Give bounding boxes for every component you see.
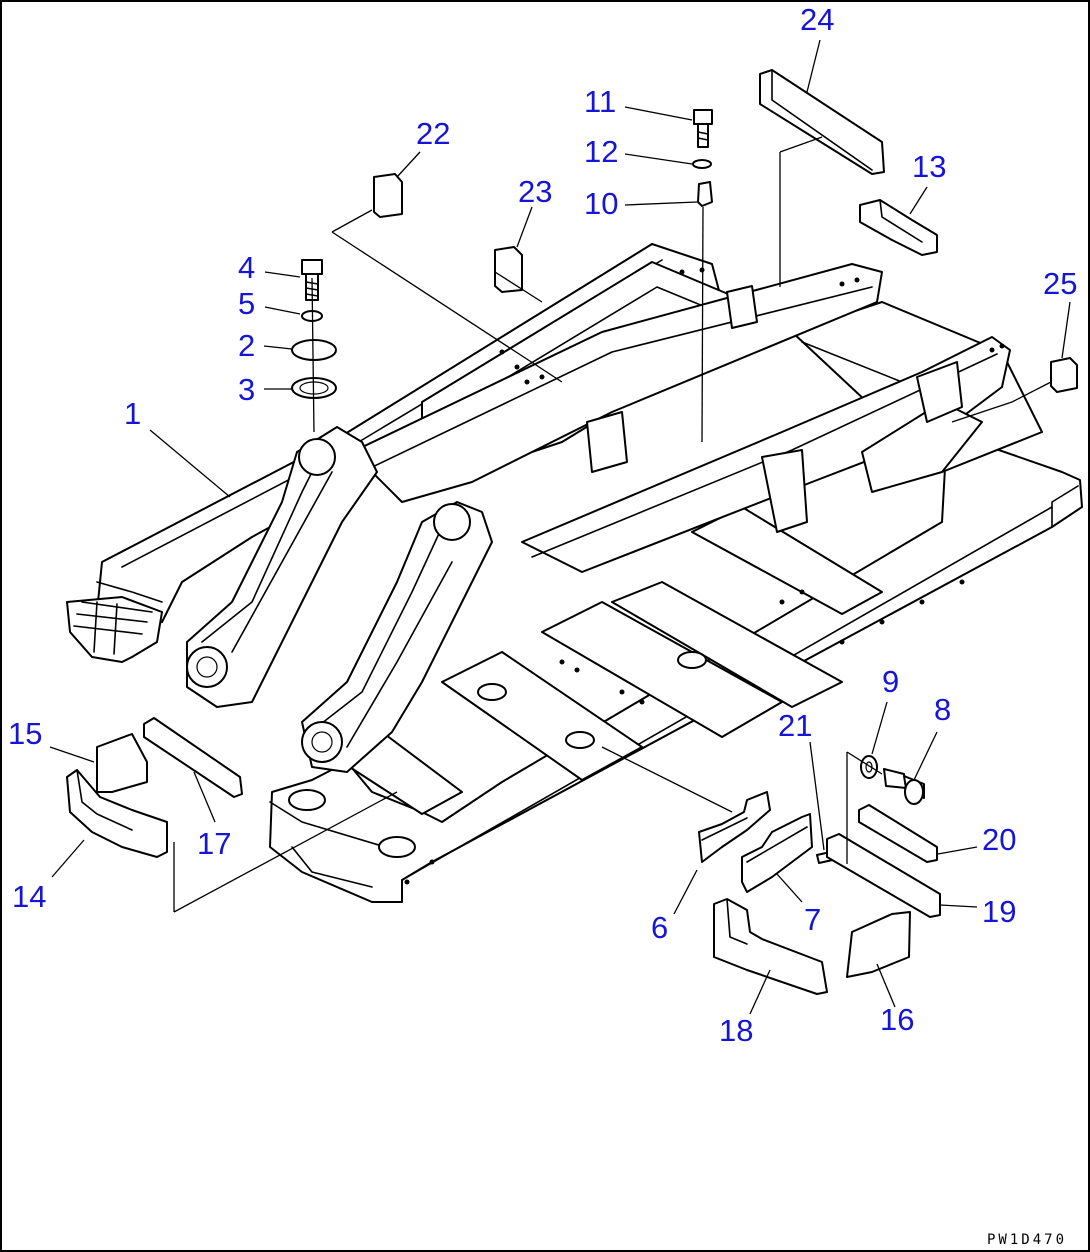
callout-8: 8 [934, 692, 951, 727]
front-step [66, 596, 163, 663]
callout-7: 7 [804, 902, 821, 937]
callout-21: 21 [778, 708, 812, 743]
part-15-pad [96, 733, 148, 793]
callout-15: 15 [8, 716, 42, 751]
part-14-cover [66, 769, 168, 858]
callout-5: 5 [238, 286, 255, 321]
boom-bracket-right [301, 501, 493, 773]
part-6-plate [698, 791, 771, 863]
part-10-clamp [697, 181, 713, 207]
part-17-strip [143, 717, 243, 798]
callout-2: 2 [238, 328, 255, 363]
drawing-code: PW1D470 [987, 1232, 1067, 1248]
part-8-bolt [883, 768, 925, 805]
part-16-pad [846, 911, 911, 978]
part-11-bolt [693, 109, 713, 148]
callout-20: 20 [982, 822, 1016, 857]
bolt-holes [404, 267, 1005, 885]
callout-13: 13 [912, 149, 946, 184]
part-19-strip [826, 833, 941, 918]
part-12-washer [692, 159, 712, 169]
callout-labels: 1 2 3 4 5 6 7 8 9 10 11 12 13 14 15 16 1… [8, 2, 1077, 1048]
callout-9: 9 [882, 664, 899, 699]
part-22-pad [373, 173, 403, 218]
center-beam-right [521, 336, 1011, 573]
callout-17: 17 [197, 826, 231, 861]
main-frame [66, 243, 1083, 903]
callout-10: 10 [584, 186, 618, 221]
callout-16: 16 [880, 1002, 914, 1037]
part-25-block [1050, 357, 1078, 393]
callout-1: 1 [124, 396, 141, 431]
part-2-cover [291, 339, 337, 361]
callout-6: 6 [651, 910, 668, 945]
callout-22: 22 [416, 116, 450, 151]
part-23-pad [494, 246, 523, 293]
boom-bracket-left [186, 426, 378, 708]
cross-member-2 [611, 581, 843, 708]
part-9-washer [860, 755, 878, 779]
part-24-plate [759, 69, 885, 175]
callout-14: 14 [12, 879, 46, 914]
callout-25: 25 [1043, 266, 1077, 301]
callout-4: 4 [238, 250, 255, 285]
callout-24: 24 [800, 2, 834, 37]
callout-19: 19 [982, 894, 1016, 929]
right-side-beam [269, 431, 1083, 903]
callout-18: 18 [719, 1013, 753, 1048]
callout-11: 11 [584, 84, 616, 119]
callout-23: 23 [518, 174, 552, 209]
callout-3: 3 [238, 372, 255, 407]
leader-lines [49, 39, 1071, 1015]
part-18-cover [713, 898, 828, 995]
callout-12: 12 [584, 134, 618, 169]
part-20-strip [858, 804, 938, 863]
